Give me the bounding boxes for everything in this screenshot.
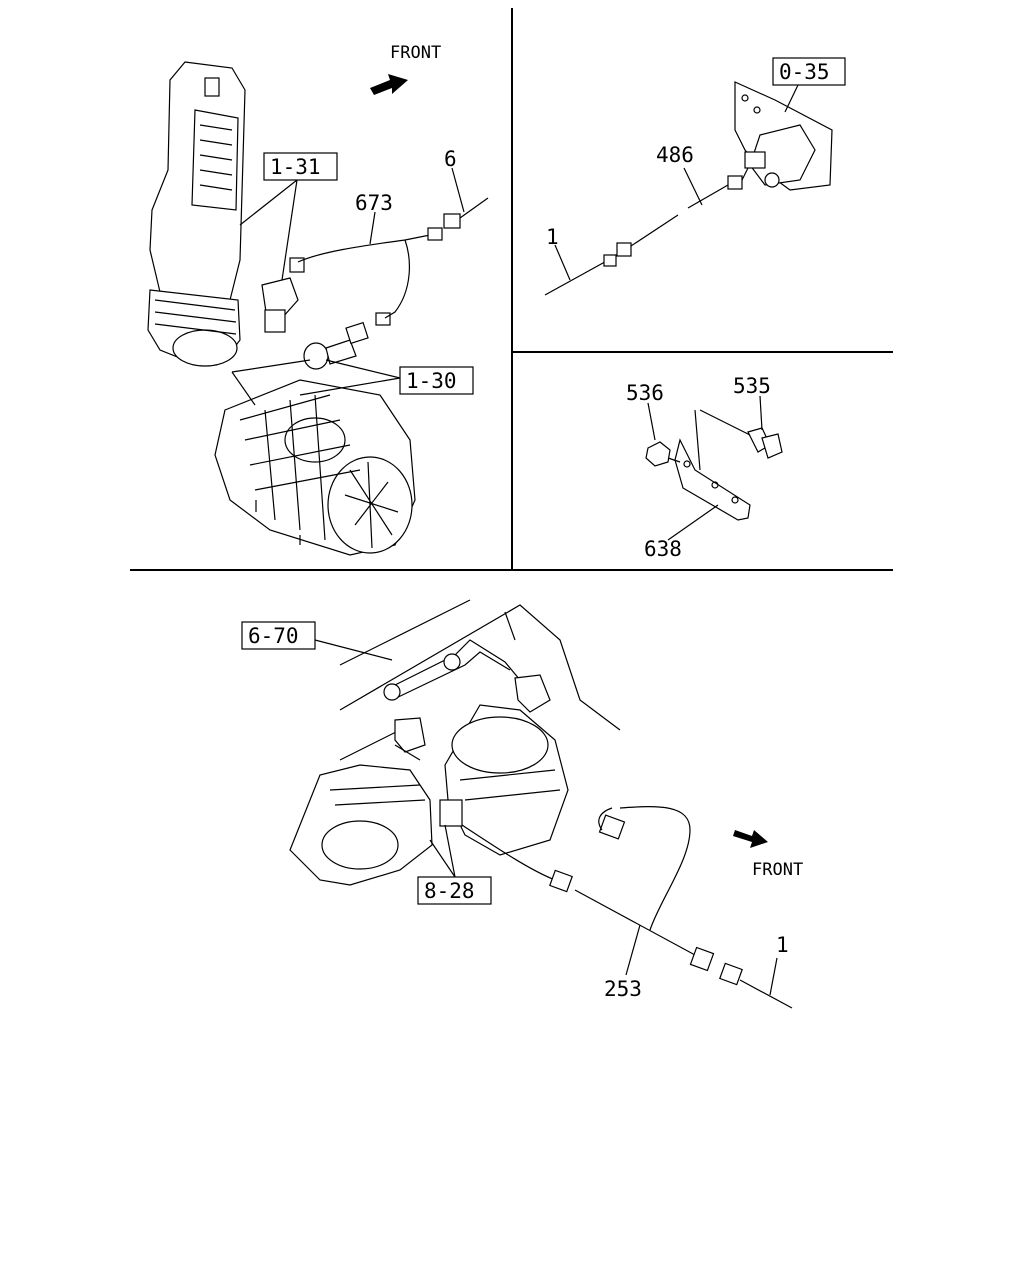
part-number-536: 536 <box>626 381 664 405</box>
intake-duct <box>147 61 246 367</box>
part-number-6: 6 <box>444 147 457 171</box>
bolt-535 <box>699 409 783 459</box>
air-cleaner-housing <box>214 379 416 556</box>
part-number-1-top: 1 <box>546 225 559 249</box>
ref-box-1-30: 1-30 <box>399 366 474 395</box>
section-dividers <box>130 8 893 571</box>
svg-text:1-31: 1-31 <box>270 155 321 179</box>
part-number-486: 486 <box>656 143 694 167</box>
horn-bracket <box>383 639 551 753</box>
svg-text:8-28: 8-28 <box>424 879 475 903</box>
intake-sensor <box>261 257 305 333</box>
leaders-middle-right <box>647 395 763 541</box>
ref-box-8-28: 8-28 <box>417 876 492 905</box>
switch-bracket <box>734 81 833 191</box>
svg-text:6-70: 6-70 <box>248 624 299 648</box>
nut-536 <box>645 441 681 467</box>
front-arrow-top-icon <box>370 74 408 95</box>
front-arrow-bottom-icon <box>733 830 768 848</box>
ref-box-1-31: 1-31 <box>263 152 338 181</box>
part-number-1-bottom: 1 <box>776 933 789 957</box>
frame-member <box>339 599 621 761</box>
ref-box-6-70: 6-70 <box>241 621 316 650</box>
horn-right <box>439 704 569 856</box>
bracket-638 <box>674 409 751 521</box>
harness-673 <box>297 197 489 319</box>
leaders-top-right <box>554 84 799 281</box>
part-number-638: 638 <box>644 537 682 561</box>
leaders-top-left <box>231 167 465 406</box>
front-label-top: FRONT <box>390 43 441 63</box>
part-number-535: 535 <box>733 374 771 398</box>
ref-box-0-35: 0-35 <box>772 57 846 86</box>
part-number-253: 253 <box>604 977 642 1001</box>
svg-text:1-30: 1-30 <box>406 369 457 393</box>
harness-253 <box>461 806 793 1009</box>
harness-486 <box>544 167 749 296</box>
temp-sensor <box>303 312 391 370</box>
svg-text:0-35: 0-35 <box>779 60 830 84</box>
front-label-bottom: FRONT <box>752 860 803 880</box>
leaders-bottom <box>314 639 778 996</box>
part-number-673: 673 <box>355 191 393 215</box>
horn-left <box>289 764 433 886</box>
